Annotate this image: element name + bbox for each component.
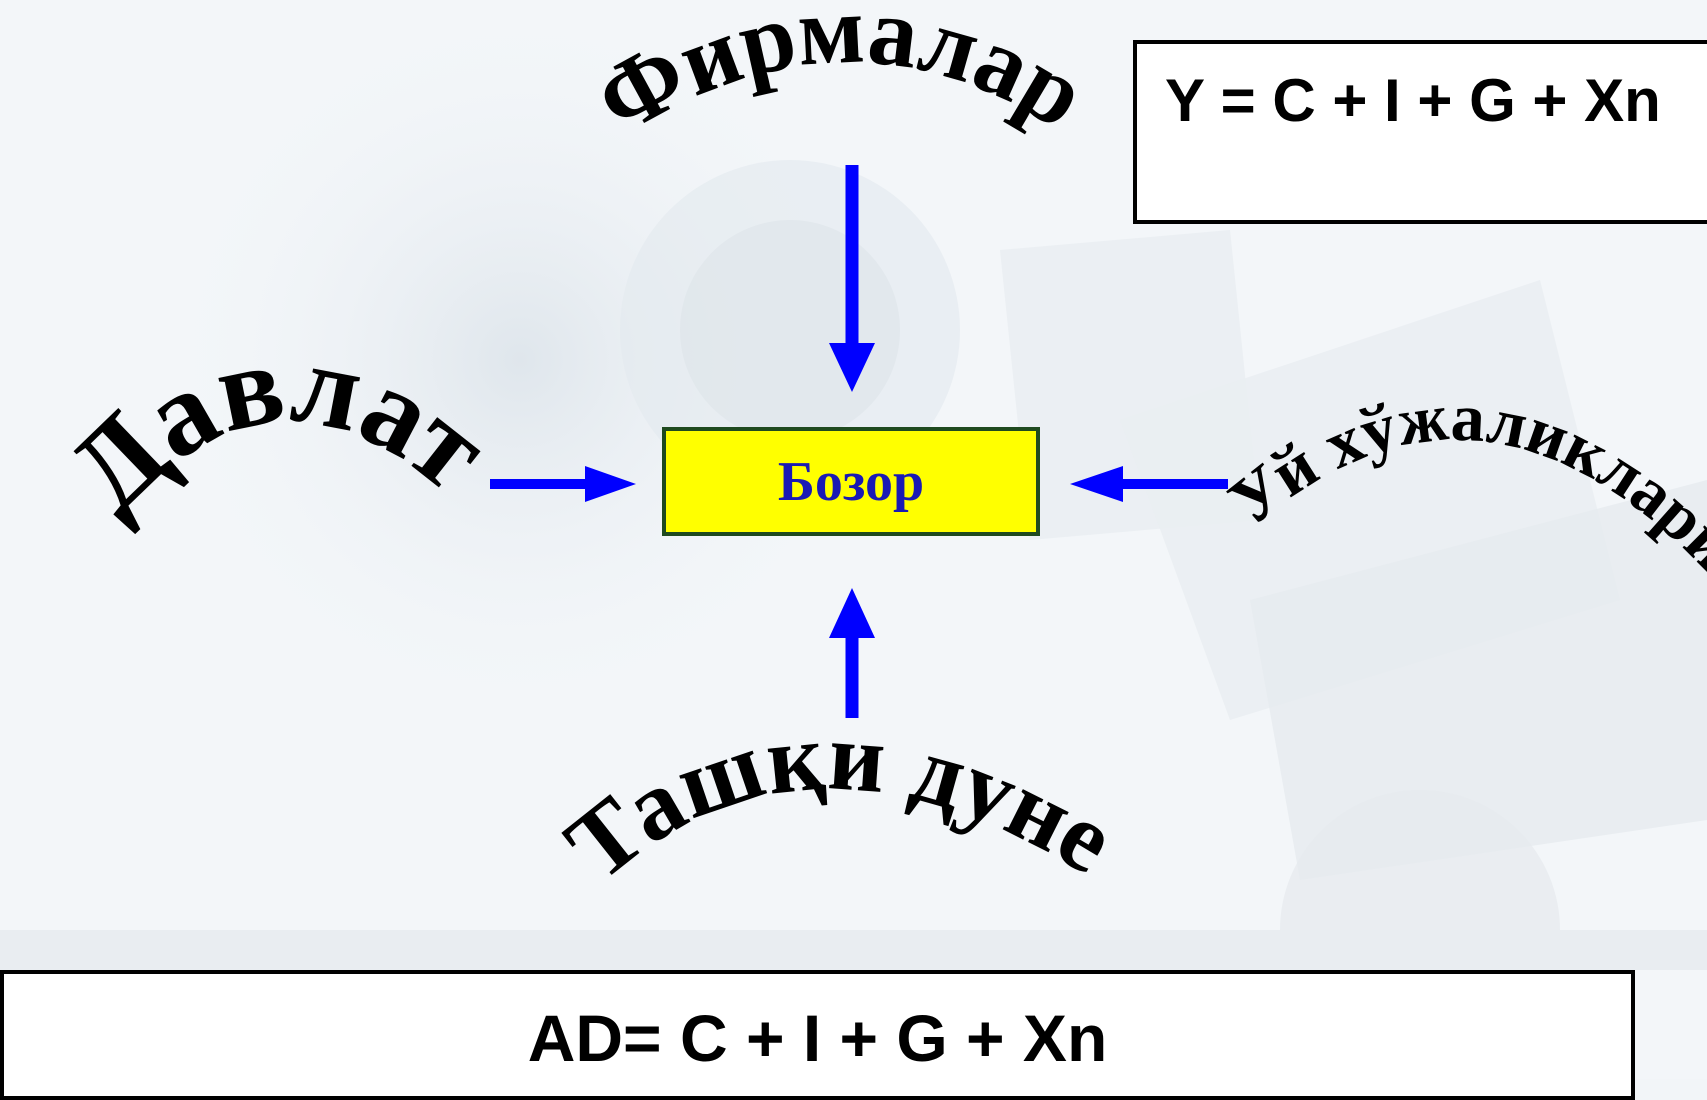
income-identity-box: Y = C + I + G + Xn <box>1133 40 1707 224</box>
firms-label: Фирмалар <box>579 0 1104 155</box>
arrow-from-government <box>490 466 636 502</box>
government-label: Давлат <box>43 316 513 537</box>
foreign-world-label: Ташқи дуне <box>547 702 1133 901</box>
arrow-from-firms <box>829 165 875 392</box>
market-label: Бозор <box>777 450 925 513</box>
arrow-from-households <box>1070 466 1228 502</box>
arrow-from-foreign-world <box>829 588 875 718</box>
market-box: Бозор <box>662 427 1040 536</box>
income-identity-formula: Y = C + I + G + Xn <box>1165 67 1661 134</box>
households-label: Уй хўжаликлари <box>1214 378 1707 584</box>
aggregate-demand-box: AD= C + I + G + Xn <box>0 970 1635 1100</box>
aggregate-demand-formula: AD= C + I + G + Xn <box>527 1001 1108 1075</box>
